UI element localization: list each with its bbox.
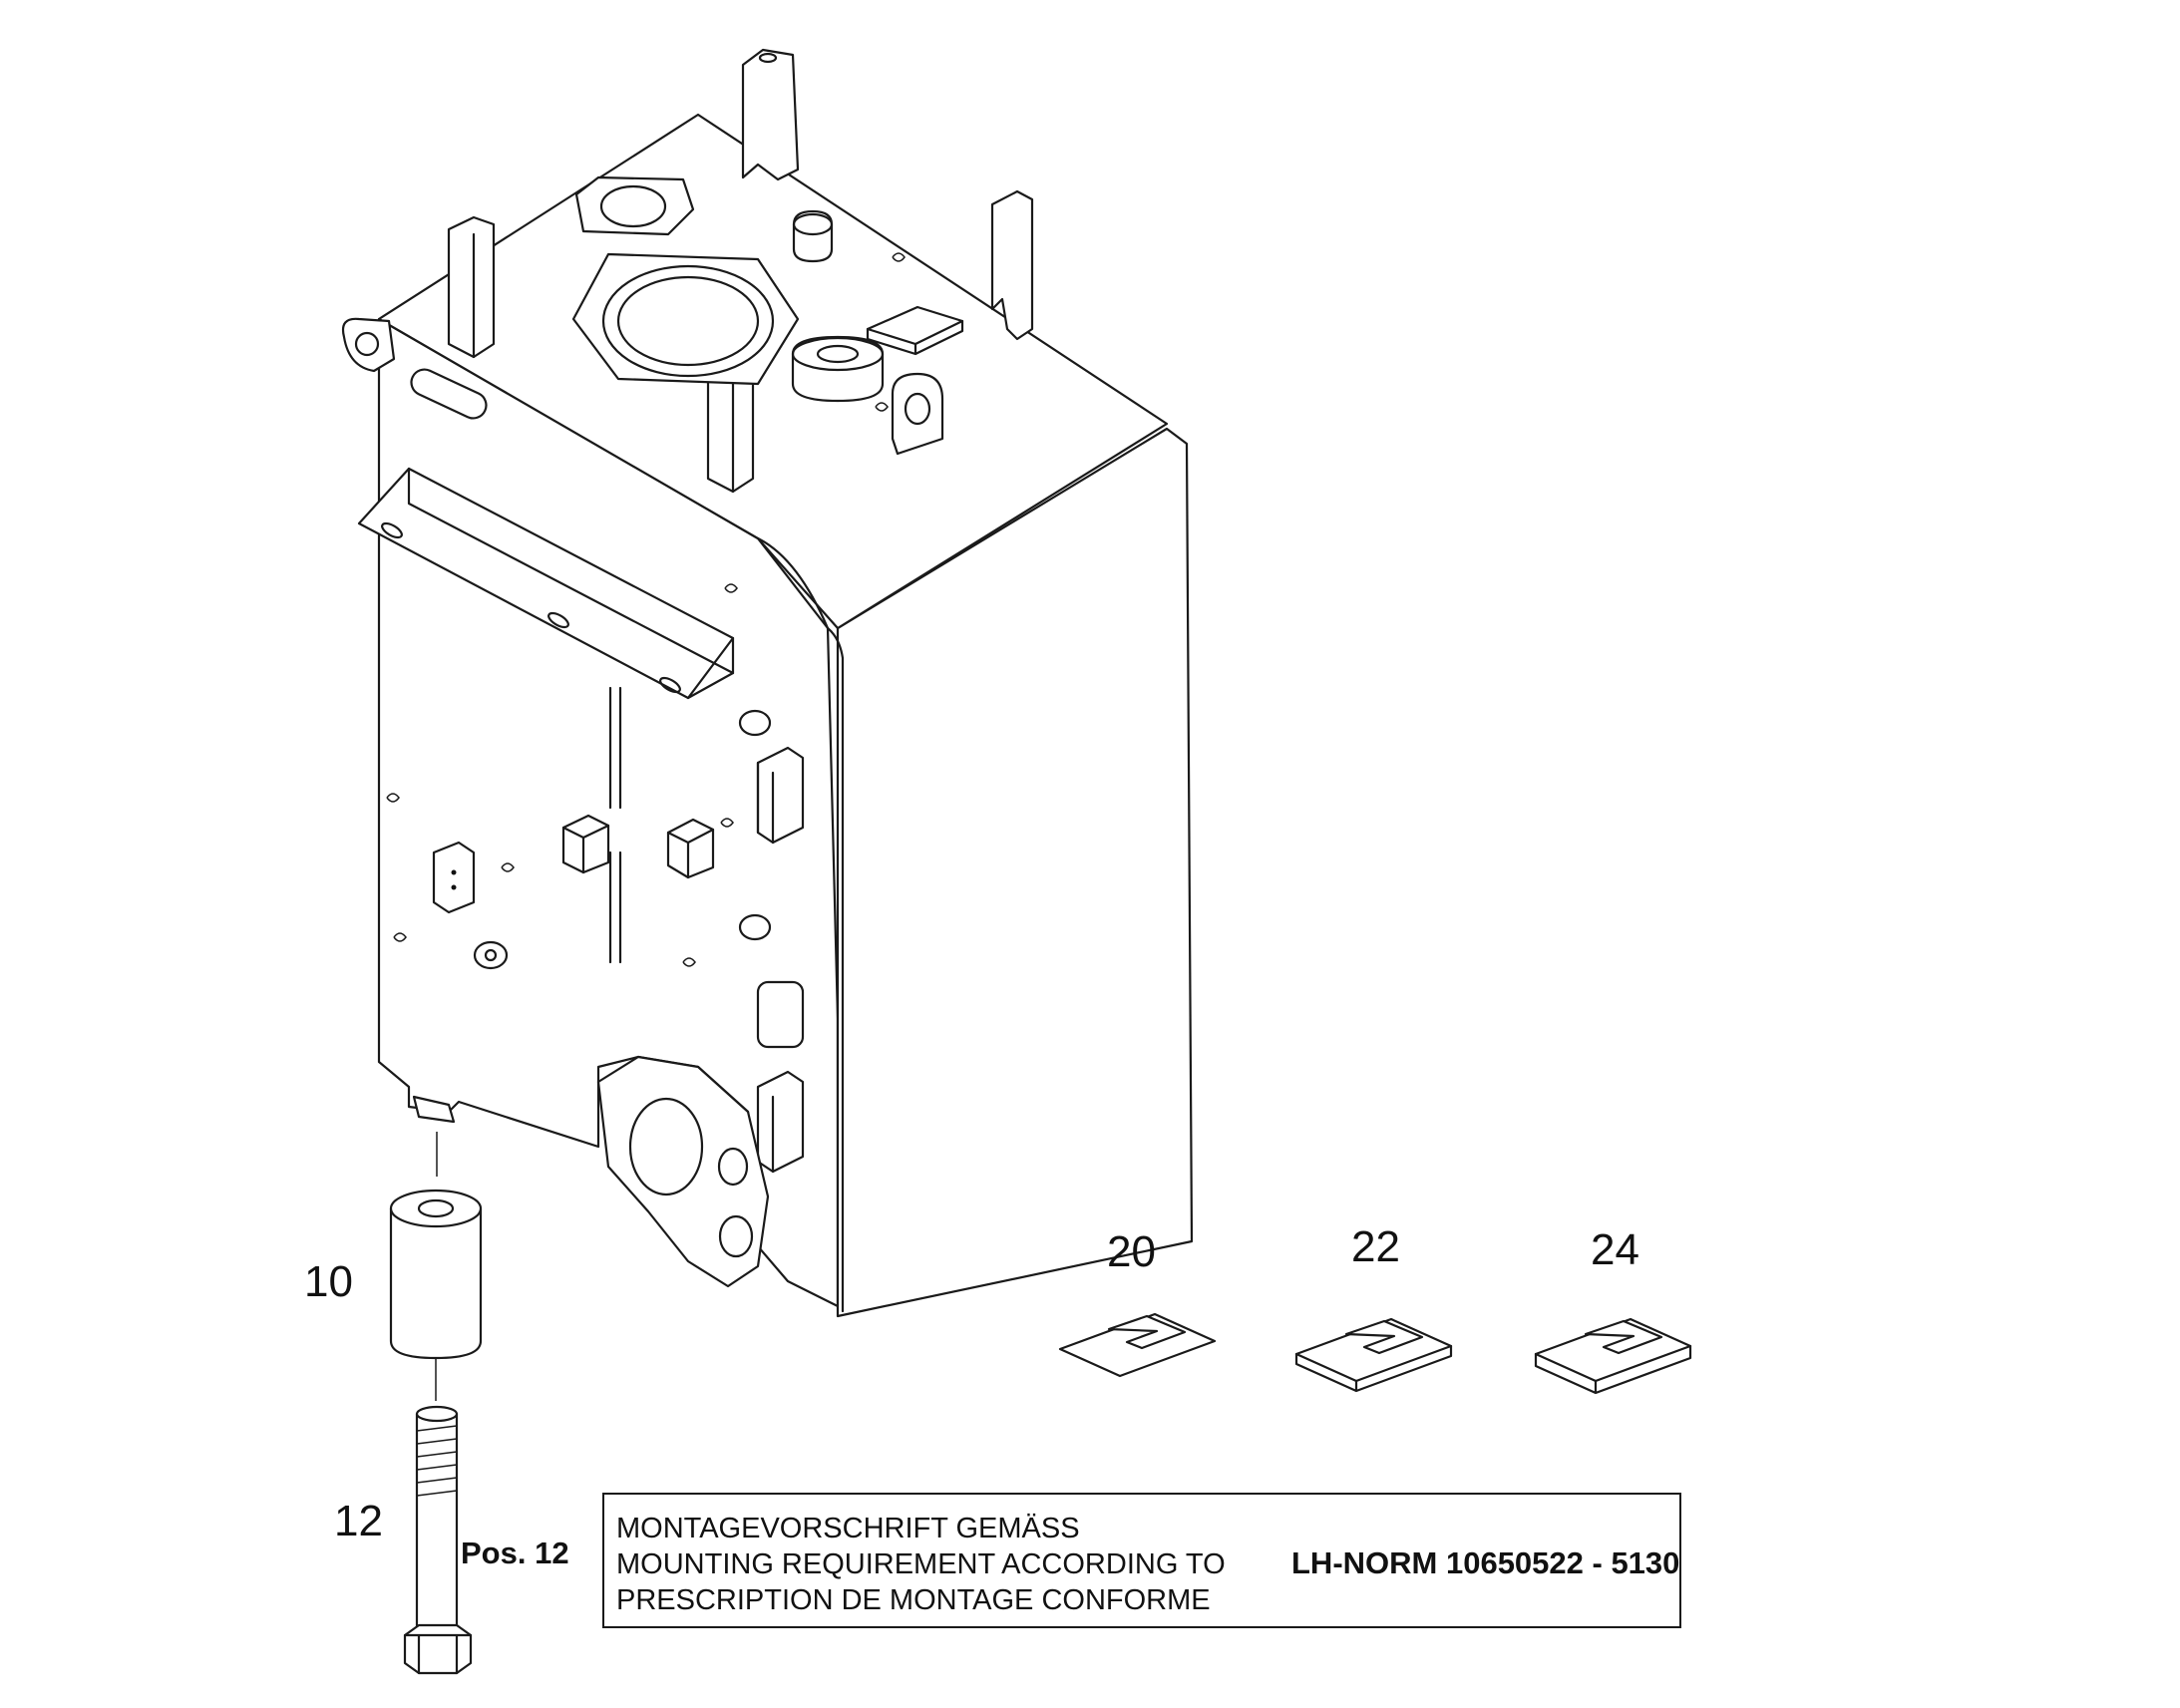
main-housing bbox=[341, 48, 1194, 1318]
spacer-part bbox=[389, 1132, 483, 1401]
shim-22 bbox=[1294, 1317, 1453, 1393]
shim-24 bbox=[1534, 1317, 1692, 1395]
norm-reference: LH-NORM 10650522 - 5130 bbox=[1291, 1545, 1679, 1580]
shim-20 bbox=[1058, 1312, 1217, 1378]
callout-22: 22 bbox=[1351, 1222, 1400, 1271]
callout-24: 24 bbox=[1591, 1225, 1639, 1274]
note-line-de: MONTAGEVORSCHRIFT GEMÄSS bbox=[616, 1513, 1080, 1544]
pos-label: Pos. 12 bbox=[461, 1536, 569, 1570]
callout-12: 12 bbox=[334, 1497, 383, 1545]
note-box bbox=[602, 1493, 1681, 1628]
bolt-part bbox=[403, 1405, 473, 1675]
callout-10: 10 bbox=[304, 1257, 353, 1306]
note-line-fr: PRESCRIPTION DE MONTAGE CONFORME bbox=[616, 1584, 1211, 1616]
note-line-en: MOUNTING REQUIREMENT ACCORDING TO bbox=[616, 1548, 1226, 1580]
callout-20: 20 bbox=[1107, 1227, 1156, 1276]
